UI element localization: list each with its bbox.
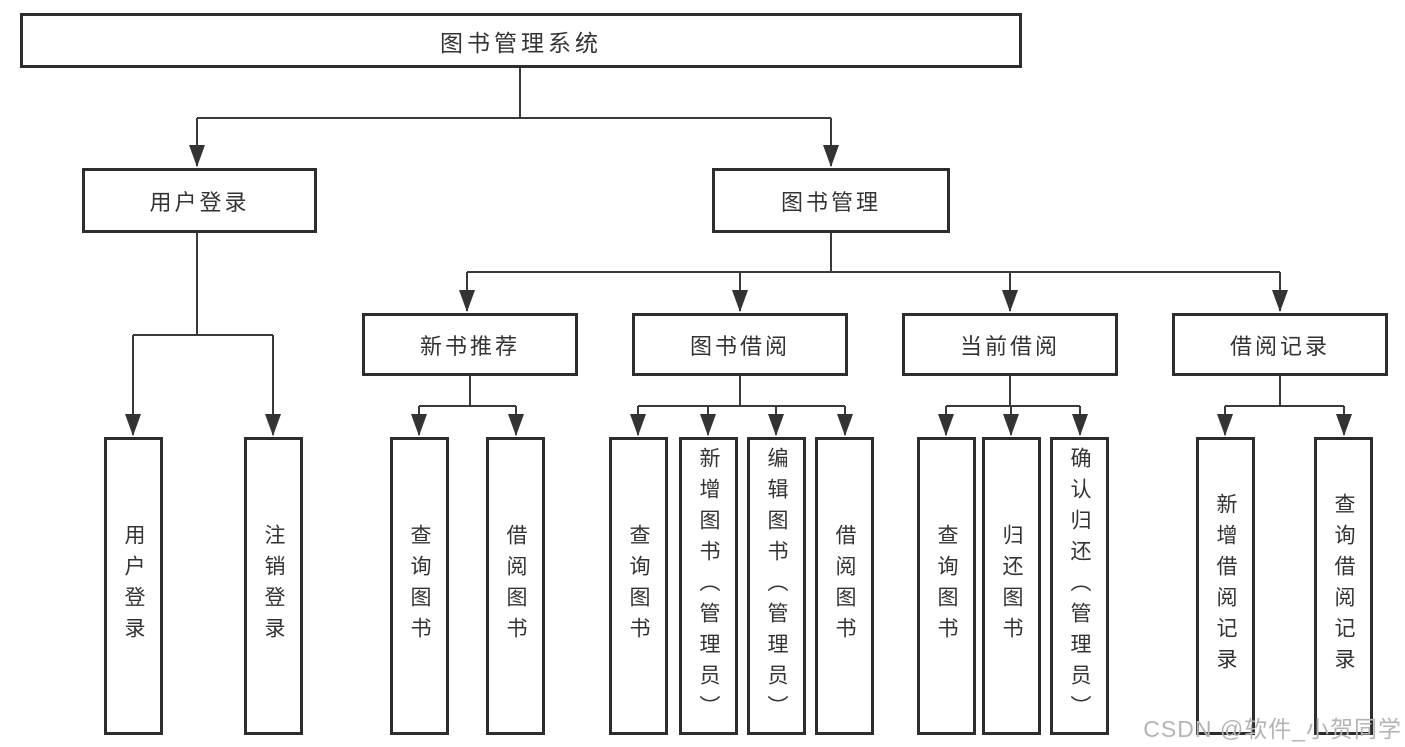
leaf-query-borrow-record: 查询借阅记录 — [1314, 437, 1373, 735]
leaf-label: 借阅图书 — [833, 524, 857, 648]
leaf-label: 查询借阅记录 — [1332, 493, 1356, 679]
leaf-label: 查询图书 — [627, 524, 651, 648]
leaf-user-login: 用户登录 — [104, 437, 163, 735]
node-new-book-recommend: 新书推荐 — [362, 313, 578, 376]
node-borrow-records: 借阅记录 — [1172, 313, 1388, 376]
leaf-label: 查询图书 — [935, 524, 959, 648]
leaf-add-borrow-record: 新增借阅记录 — [1196, 437, 1255, 735]
node-book-management: 图书管理 — [712, 168, 950, 233]
leaf-borrow-books-recommend: 借阅图书 — [486, 437, 545, 735]
leaf-add-book-admin: 新增图书（管理员） — [679, 437, 738, 735]
node-user-login: 用户登录 — [82, 168, 317, 233]
leaf-label: 用户登录 — [122, 524, 146, 648]
leaf-edit-book-admin: 编辑图书（管理员） — [747, 437, 806, 735]
leaf-query-books-recommend: 查询图书 — [390, 437, 449, 735]
leaf-label: 查询图书 — [408, 524, 432, 648]
leaf-label: 新增图书（管理员） — [697, 446, 721, 726]
leaf-return-book: 归还图书 — [982, 437, 1041, 735]
leaf-label: 编辑图书（管理员） — [765, 446, 789, 726]
leaf-logout: 注销登录 — [244, 437, 303, 735]
node-book-borrowing: 图书借阅 — [632, 313, 848, 376]
root-node-library-system: 图书管理系统 — [20, 13, 1022, 68]
leaf-query-books-current: 查询图书 — [917, 437, 976, 735]
leaf-label: 新增借阅记录 — [1214, 493, 1238, 679]
leaf-confirm-return-admin: 确认归还（管理员） — [1050, 437, 1109, 735]
node-current-borrowing: 当前借阅 — [902, 313, 1118, 376]
csdn-watermark: CSDN @软件_小贺同学 — [1143, 716, 1402, 742]
leaf-label: 借阅图书 — [504, 524, 528, 648]
leaf-borrow-books-borrowing: 借阅图书 — [815, 437, 874, 735]
leaf-label: 归还图书 — [1000, 524, 1024, 648]
leaf-label: 确认归还（管理员） — [1068, 446, 1092, 726]
leaf-label: 注销登录 — [262, 524, 286, 648]
leaf-query-books-borrowing: 查询图书 — [609, 437, 668, 735]
